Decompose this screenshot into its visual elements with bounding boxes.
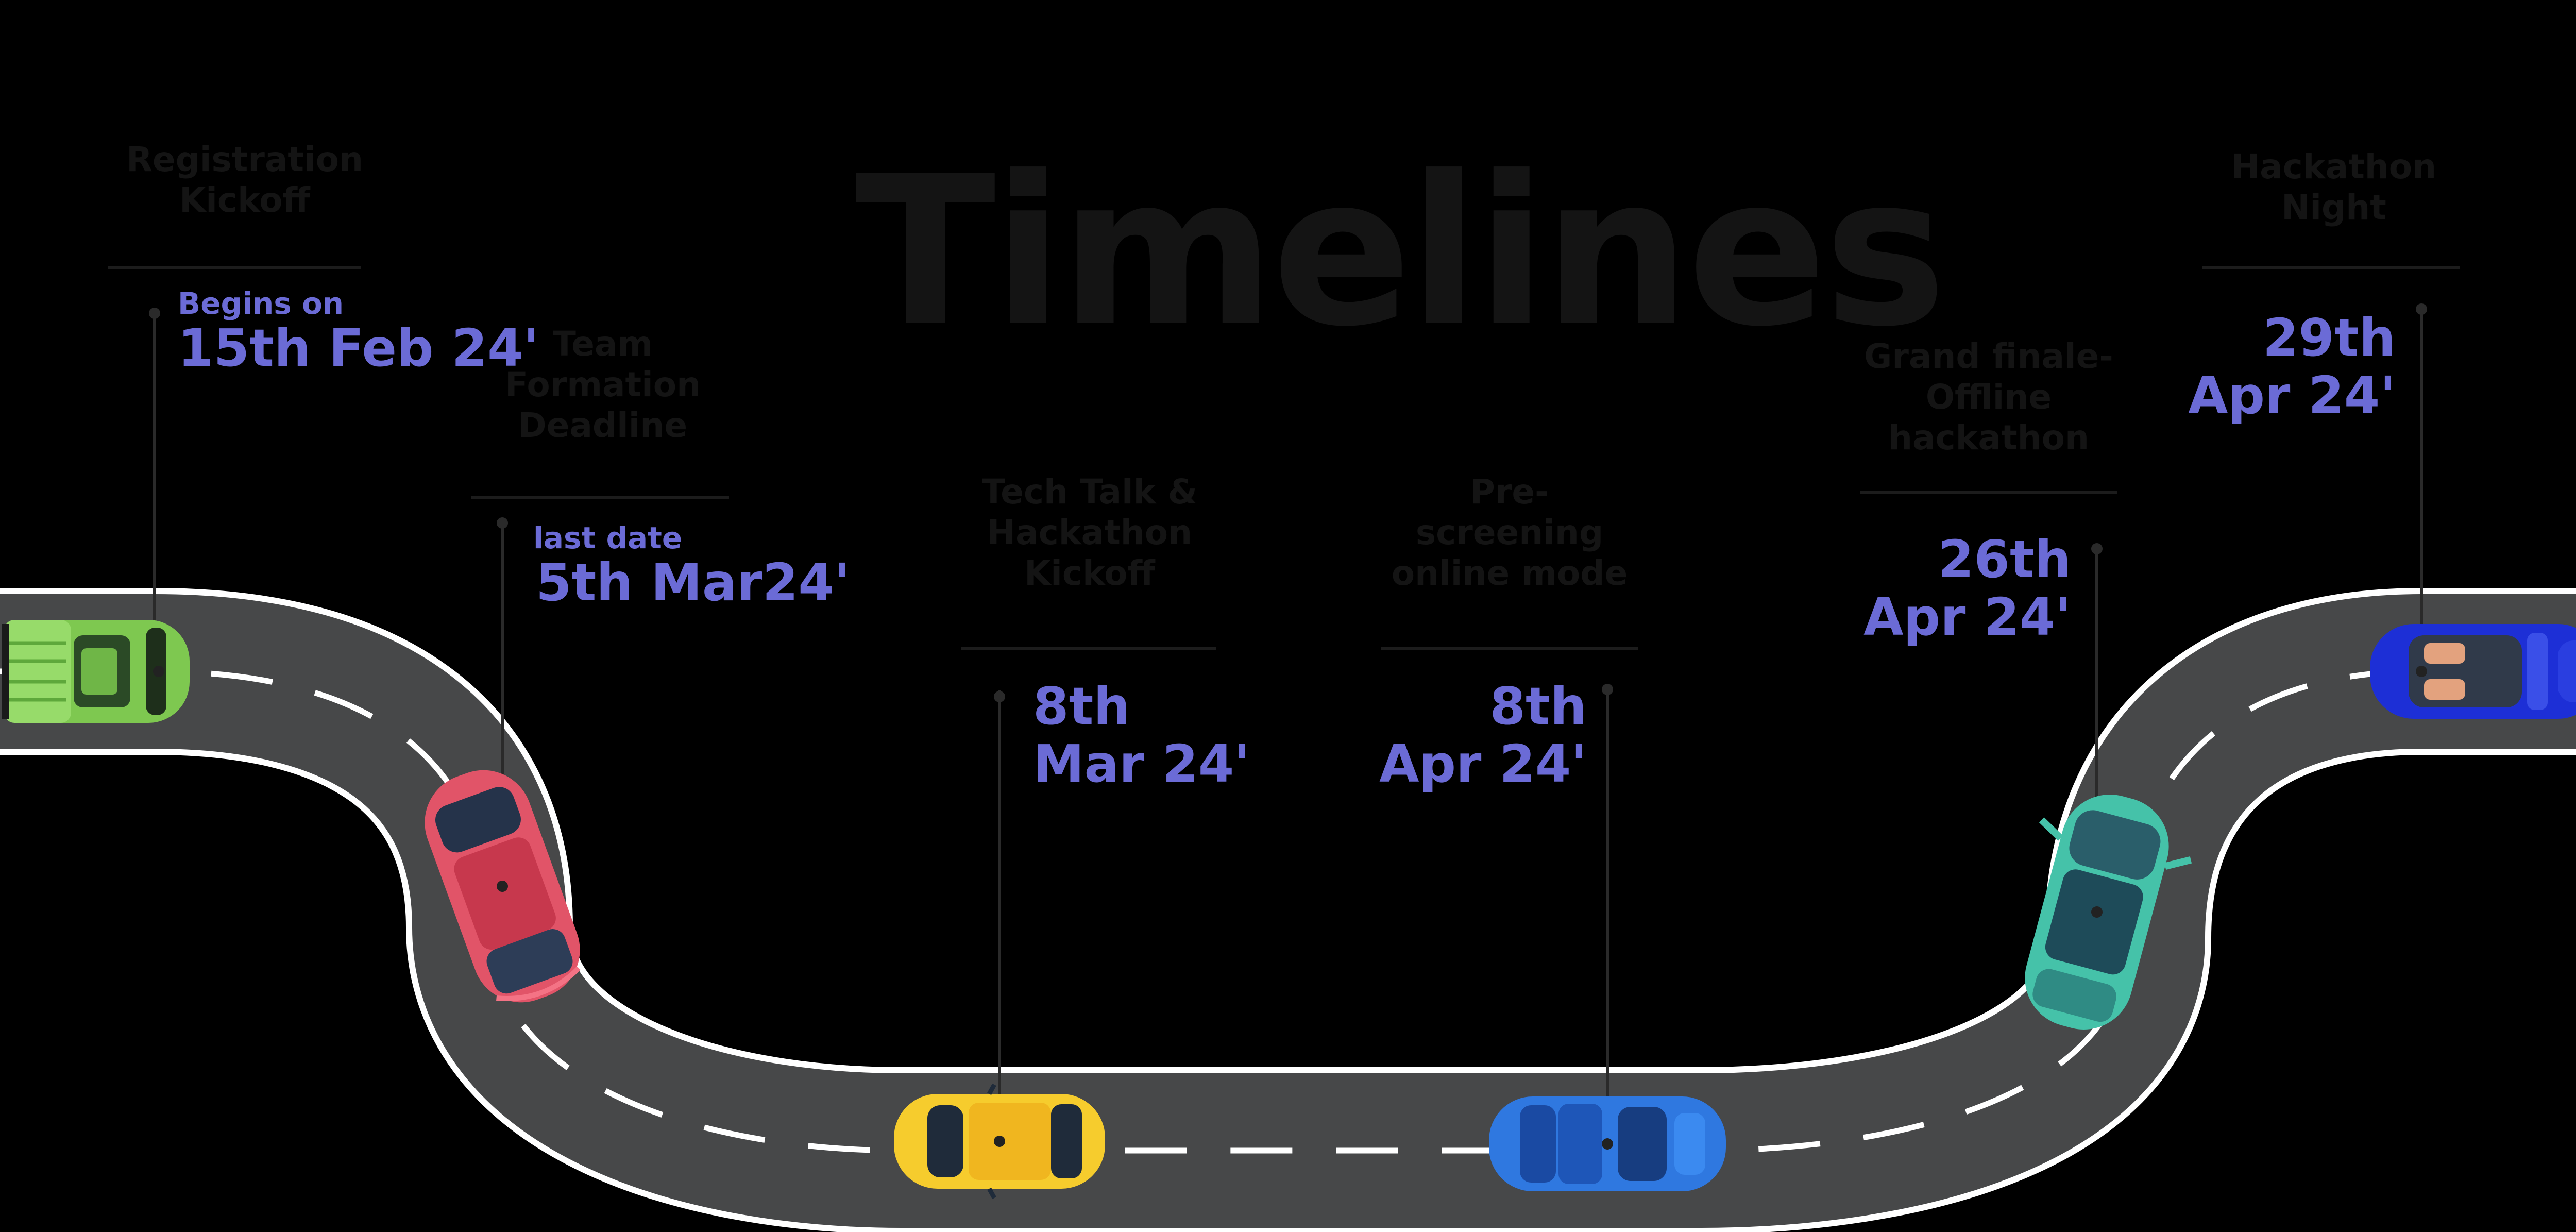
milestone-4-label: Pre- screening online mode [1391,472,1628,594]
teal-car-icon [2025,795,2192,1030]
page-title: Timelines [855,132,1946,372]
milestone-3-date: 8th Mar 24' [1033,676,1250,794]
milestone-6-label: Hackathon Night [2231,147,2437,228]
green-car-icon [2,620,190,723]
milestone-1-date: 15th Feb 24' [178,318,539,378]
milestone-2-label: Team Formation Deadline [504,324,701,446]
milestone-2-subtitle: last date [533,520,683,555]
blue-car-icon [1489,1096,1726,1191]
convertible-car-icon [2370,624,2576,719]
red-car-icon [425,770,581,1003]
milestone-6-date: 29th Apr 24' [2188,308,2396,426]
road [0,588,2576,1232]
milestone-1-label: Registration Kickoff [126,140,363,221]
yellow-car-icon [894,1083,1105,1200]
milestone-3-label: Tech Talk & Hackathon Kickoff [981,472,1198,594]
milestone-1-subtitle: Begins on [178,286,344,321]
milestone-5-label: Grand finale- Offline hackathon [1864,336,2113,458]
milestone-5-date: 26th Apr 24' [1863,529,2071,647]
milestone-4-date: 8th Apr 24' [1379,676,1587,794]
milestone-2-date: 5th Mar24' [536,552,850,613]
label-underlines [108,266,2460,650]
